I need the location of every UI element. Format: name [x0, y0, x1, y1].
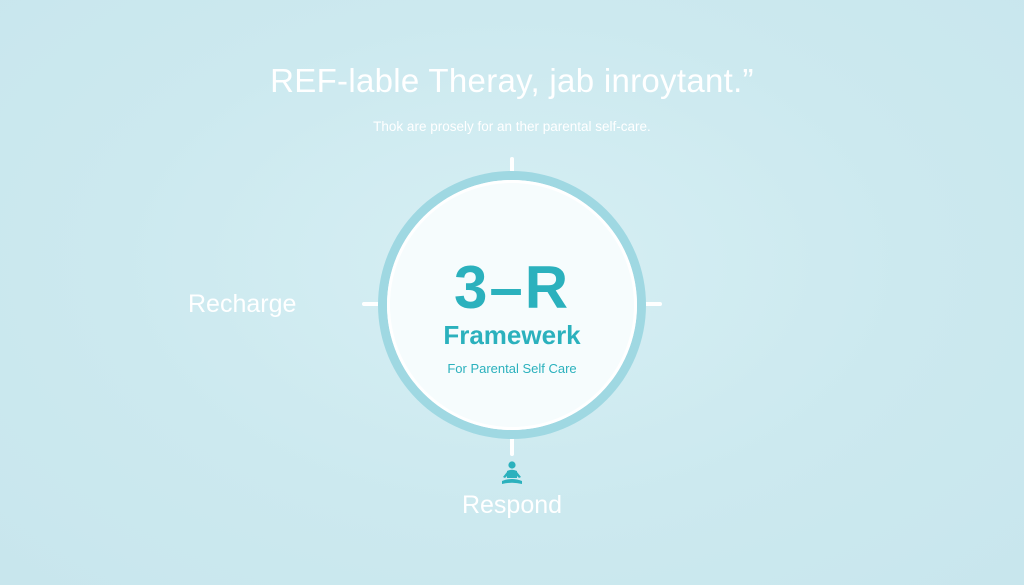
framework-subtitle: Framewerk	[443, 320, 581, 350]
page-subtitle: Thok are prosely for an ther parental se…	[373, 119, 651, 134]
page-title: REF-lable Theray, jab inroytant.”	[270, 62, 754, 99]
meditating-person-icon	[502, 461, 522, 484]
node-label-respond: Respond	[461, 491, 563, 519]
bottom-connector-tick	[510, 428, 514, 456]
framework-title: 3–R	[453, 254, 571, 321]
left-connector-tick	[362, 302, 388, 306]
right-connector-tick	[636, 302, 662, 306]
framework-center-circle	[387, 180, 637, 430]
node-label-recharge: Recharge	[188, 290, 297, 318]
framework-caption: For Parental Self Care	[447, 361, 577, 376]
